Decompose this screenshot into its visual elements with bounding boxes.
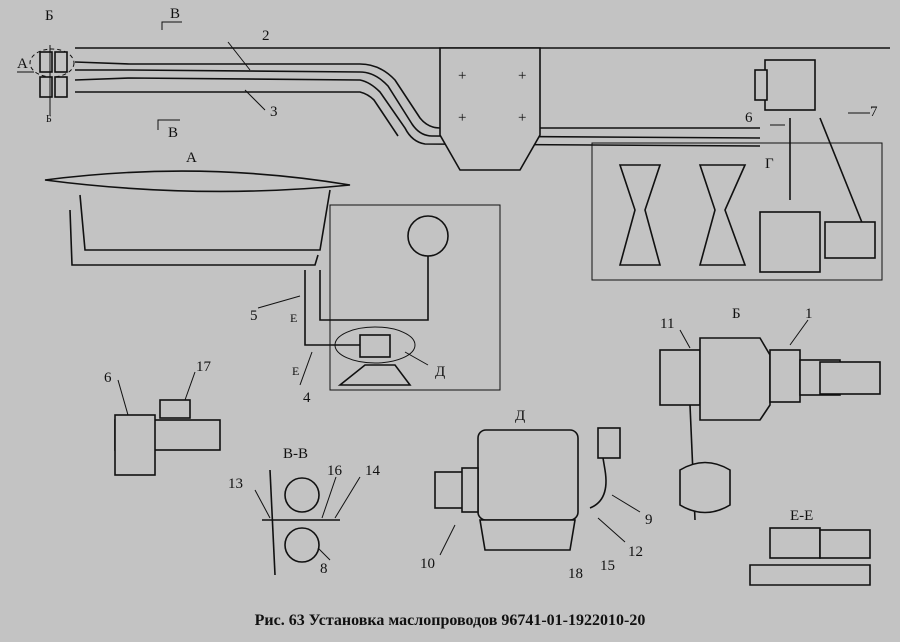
svg-text:+: + (518, 110, 526, 126)
label-17: 17 (196, 359, 212, 375)
svg-text:+: + (458, 68, 466, 84)
label-e-e: Е-Е (790, 508, 813, 524)
label-8: 8 (320, 561, 328, 577)
label-e: Е (290, 311, 297, 325)
view-d (434, 427, 641, 556)
label-15: 15 (600, 558, 615, 574)
svg-text:+: + (518, 68, 526, 84)
label-e: Е (292, 364, 299, 378)
figure-caption: Рис. 63 Установка маслопроводов 96741-01… (254, 612, 646, 629)
label-5: 5 (250, 308, 258, 324)
label-16: 16 (327, 463, 343, 479)
label-d: Д (435, 364, 445, 380)
label-13: 13 (228, 476, 243, 492)
label-b: Б (45, 8, 54, 24)
label-b-small: Б (46, 114, 52, 125)
label-v: В (170, 6, 180, 22)
label-9: 9 (645, 512, 653, 528)
main-view-pipes: + + + + (17, 21, 890, 281)
label-3: 3 (270, 104, 278, 120)
label-d-view: Д (515, 408, 525, 424)
label-18: 18 (568, 566, 583, 582)
label-a-arrow: А (17, 56, 28, 72)
label-10: 10 (420, 556, 435, 572)
svg-text:+: + (458, 110, 466, 126)
label-b-view: Б (732, 306, 741, 322)
section-v-v (254, 469, 361, 576)
label-6-detail: 6 (104, 370, 112, 386)
callout-labels: Б В А 2 3 В Б 6 7 Г А 5 Е Е 4 Д 11 Б 1 6… (17, 6, 878, 582)
label-2: 2 (262, 28, 270, 44)
label-6: 6 (745, 110, 753, 126)
section-e-e (749, 527, 871, 586)
label-12: 12 (628, 544, 643, 560)
label-a-view: А (186, 150, 197, 166)
detail-6-17 (114, 371, 221, 476)
view-b (659, 319, 881, 521)
label-g: Г (765, 156, 774, 172)
view-a (44, 170, 501, 391)
label-4: 4 (303, 390, 311, 406)
label-v-v: В-В (283, 446, 308, 462)
label-11: 11 (660, 316, 674, 332)
label-1: 1 (805, 306, 813, 322)
label-14: 14 (365, 463, 381, 479)
label-v: В (168, 125, 178, 141)
label-7: 7 (870, 104, 878, 120)
